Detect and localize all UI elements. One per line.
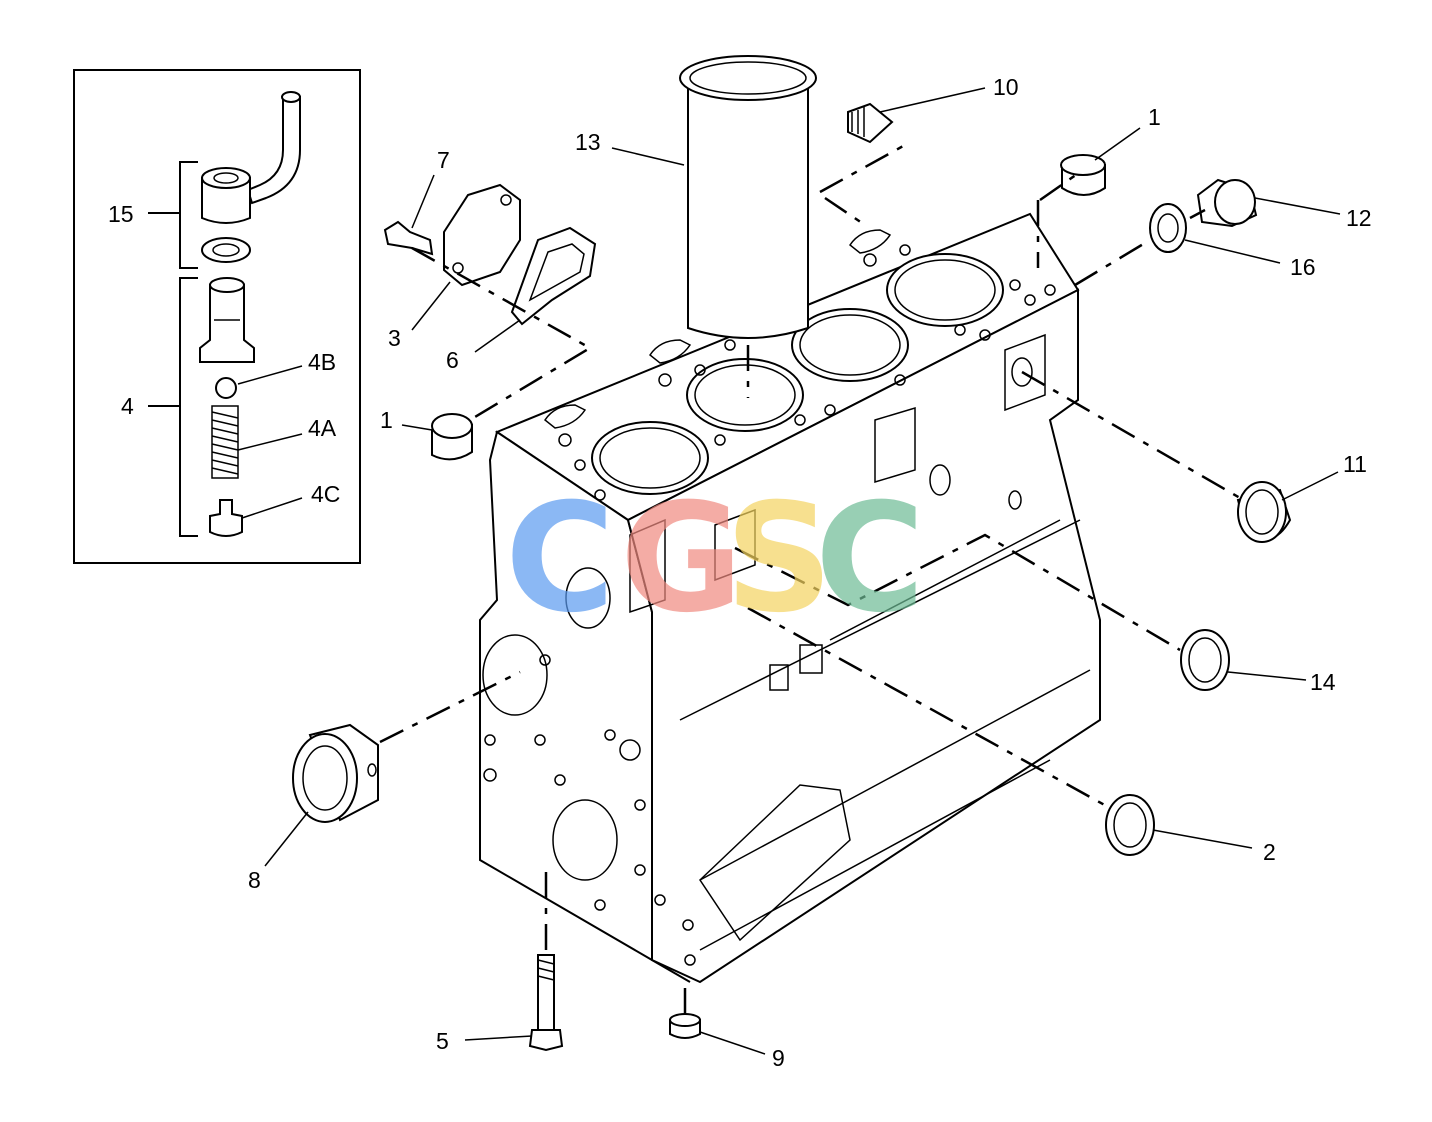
banjo-fitting xyxy=(201,177,251,224)
label-16: 16 xyxy=(1290,254,1316,280)
label-10: 10 xyxy=(993,74,1019,100)
assembly-center-lines xyxy=(379,143,1241,1014)
expansion-plug-1-left xyxy=(431,413,473,461)
cylinder-bore-1 xyxy=(591,421,709,495)
plug-12 xyxy=(1196,178,1258,228)
bolt-5 xyxy=(528,954,564,1052)
label-4b: 4B xyxy=(308,349,336,375)
watermark-letter-c1: C xyxy=(505,472,615,646)
oil-pipe xyxy=(246,96,301,205)
watermark-letter-c2: C xyxy=(815,472,925,646)
expansion-plug-2 xyxy=(1105,794,1155,856)
leader-lines xyxy=(264,87,1341,1055)
label-7: 7 xyxy=(437,147,450,173)
label-9: 9 xyxy=(772,1045,785,1071)
valve-body xyxy=(199,284,255,363)
label-13: 13 xyxy=(575,129,601,155)
plunger xyxy=(209,499,243,537)
inset-frame xyxy=(73,69,361,564)
plug-9 xyxy=(669,1013,701,1039)
gasket-6 xyxy=(510,226,597,326)
watermark-letter-s: S xyxy=(725,472,833,646)
expansion-plug-1-top xyxy=(1060,154,1106,196)
label-14: 14 xyxy=(1310,669,1336,695)
cylinder-bore-3 xyxy=(791,308,909,382)
label-4a: 4A xyxy=(308,415,337,441)
label-4c: 4C xyxy=(311,481,340,507)
label-6: 6 xyxy=(446,347,459,373)
inset-oil-jet-assembly xyxy=(73,69,361,564)
washer-16 xyxy=(1149,203,1187,253)
threaded-plug-10 xyxy=(847,102,894,144)
cylinder-bore-2 xyxy=(686,358,804,432)
block-right-side xyxy=(626,288,1101,984)
cover-3 xyxy=(443,183,521,287)
check-ball xyxy=(215,377,237,399)
label-1-top: 1 xyxy=(1148,104,1161,130)
label-15: 15 xyxy=(108,201,134,227)
cylinder-liner xyxy=(679,55,817,339)
part-labels: 13 10 1 12 16 7 3 6 1 11 14 2 8 5 9 15 4… xyxy=(108,74,1372,1071)
watermark-letter-g: G xyxy=(620,472,743,646)
expansion-plug-11 xyxy=(1236,481,1292,543)
expansion-plug-14 xyxy=(1180,629,1230,691)
bolt-7 xyxy=(383,220,434,256)
label-8: 8 xyxy=(248,867,261,893)
camshaft-bushing-8 xyxy=(292,723,379,823)
cgsc-watermark: C G S C xyxy=(505,472,925,646)
washer xyxy=(201,237,251,263)
cylinder-bore-4 xyxy=(886,253,1004,327)
label-3: 3 xyxy=(388,325,401,351)
label-12: 12 xyxy=(1346,205,1372,231)
label-1-left: 1 xyxy=(380,407,393,433)
cylinder-block xyxy=(479,212,1101,984)
spring xyxy=(211,405,239,479)
label-2: 2 xyxy=(1263,839,1276,865)
label-11: 11 xyxy=(1343,451,1367,477)
label-5: 5 xyxy=(436,1028,449,1054)
label-4: 4 xyxy=(121,393,134,419)
